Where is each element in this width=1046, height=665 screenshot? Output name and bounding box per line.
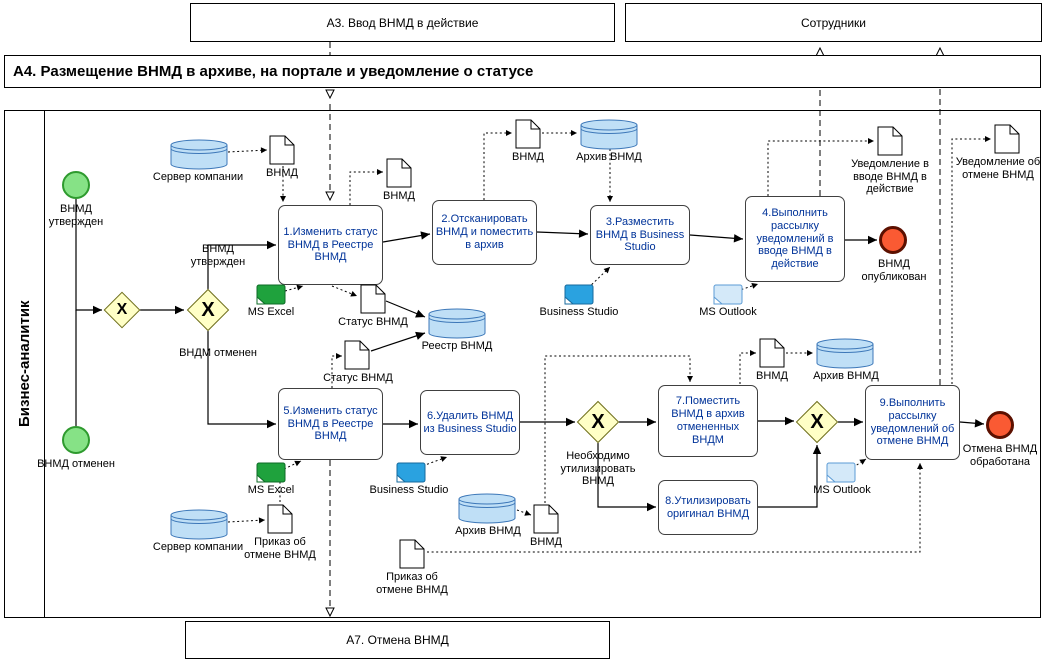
- document-status-b-icon[interactable]: [344, 340, 370, 375]
- datastore-archive-top-icon[interactable]: [580, 119, 638, 155]
- datastore-company-server-bottom-label: Сервер компании: [152, 541, 244, 553]
- business-studio-label: Business Studio: [539, 306, 619, 318]
- datastore-registry-label: Реестр ВНМД: [421, 340, 493, 352]
- ms-excel-label: MS Excel: [247, 306, 295, 318]
- gateway-x-join[interactable]: X: [795, 400, 839, 444]
- datastore-registry-icon[interactable]: [428, 308, 486, 344]
- external-process-a7[interactable]: А7. Отмена ВНМД: [185, 621, 610, 659]
- document-notice-cancel-icon[interactable]: [994, 124, 1020, 159]
- gateway-x-label: X: [591, 411, 605, 433]
- task-2-scan-archive[interactable]: 2.Отсканировать ВНМД и поместить в архив: [432, 200, 537, 265]
- task-4-send-notifications-intro[interactable]: 4.Выполнить рассылку уведомлений в вводе…: [745, 196, 845, 282]
- datastore-company-server-top-icon[interactable]: [170, 139, 228, 175]
- document-vnmd-e-label: ВНМД: [530, 536, 562, 548]
- document-cancel-order-a-label: Приказ об отмене ВНМД: [244, 536, 316, 561]
- document-status-a-label: Статус ВНМД: [338, 316, 408, 328]
- document-status-a-icon[interactable]: [360, 284, 386, 319]
- document-vnmd-a-icon[interactable]: [269, 135, 295, 170]
- gateway-x-status-split[interactable]: X: [186, 288, 230, 332]
- datastore-company-server-top-label: Сервер компании: [152, 171, 244, 183]
- end-event-cancel-processed-label: Отмена ВНМД обработана: [962, 443, 1038, 468]
- task-9-send-notifications-cancel[interactable]: 9.Выполнить рассылку уведомлений об отме…: [865, 385, 960, 460]
- start-event-cancelled-label: ВНМД отменен: [37, 458, 115, 470]
- document-notice-cancel-label: Уведомление об отмене ВНМД: [955, 156, 1041, 181]
- end-event-published[interactable]: [879, 226, 907, 254]
- datastore-archive-bottom-icon[interactable]: [458, 493, 516, 529]
- document-vnmd-c-icon[interactable]: [515, 119, 541, 154]
- sequence-flows: [75, 199, 985, 512]
- document-status-b-label: Статус ВНМД: [323, 372, 393, 384]
- task-3-place-business-studio[interactable]: 3.Разместить ВНМД в Business Studio: [590, 205, 690, 265]
- external-process-a3[interactable]: А3. Ввод ВНМД в действие: [190, 3, 615, 42]
- task-5-change-status[interactable]: 5.Изменить статус ВНМД в Реестре ВНМД: [278, 388, 383, 460]
- ms-excel-label: MS Excel: [247, 484, 295, 496]
- business-studio-icon[interactable]: [396, 462, 426, 488]
- document-vnmd-c-label: ВНМД: [512, 151, 544, 163]
- gateway-utilize-label: Необходимо утилизировать ВНМД: [560, 450, 636, 488]
- gateway-branch-approved-label: ВНМД утвержден: [190, 243, 246, 268]
- document-vnmd-b-icon[interactable]: [386, 158, 412, 193]
- datastore-archive-right-icon[interactable]: [816, 338, 874, 374]
- end-event-published-label: ВНМД опубликован: [861, 258, 927, 283]
- ms-outlook-label: MS Outlook: [699, 306, 757, 318]
- lane-business-analyst[interactable]: Бизнес-аналитик: [4, 110, 45, 618]
- task-8-utilize-original[interactable]: 8.Утилизировать оригинал ВНМД: [658, 480, 758, 535]
- external-subject-employees[interactable]: Сотрудники: [625, 3, 1042, 42]
- document-vnmd-a-label: ВНМД: [266, 167, 298, 179]
- ms-outlook-icon[interactable]: [826, 462, 856, 488]
- document-vnmd-d-icon[interactable]: [759, 338, 785, 373]
- gateway-x-utilize[interactable]: X: [576, 400, 620, 444]
- datastore-archive-bottom-label: Архив ВНМД: [455, 525, 521, 537]
- datastore-archive-top-label: Архив ВНМД: [576, 151, 642, 163]
- gateway-x-label: X: [810, 411, 824, 433]
- document-vnmd-b-label: ВНМД: [383, 190, 415, 202]
- business-studio-label: Business Studio: [369, 484, 449, 496]
- gateway-x-label: X: [201, 299, 215, 321]
- business-studio-icon[interactable]: [564, 284, 594, 310]
- task-6-delete-from-bs[interactable]: 6.Удалить ВНМД из Business Studio: [420, 390, 520, 455]
- document-vnmd-e-icon[interactable]: [533, 504, 559, 539]
- document-cancel-order-b-icon[interactable]: [399, 539, 425, 574]
- document-notice-intro-icon[interactable]: [877, 126, 903, 161]
- gateway-x-label: X: [116, 301, 128, 318]
- end-event-cancel-processed[interactable]: [986, 411, 1014, 439]
- gateway-branch-cancelled-label: ВНДМ отменен: [179, 347, 257, 359]
- document-notice-intro-label: Уведомление в вводе ВНМД в действие: [851, 158, 929, 196]
- start-event-approved[interactable]: [62, 171, 90, 199]
- task-7-place-cancelled-archive[interactable]: 7.Поместить ВНМД в архив отмененных ВНДМ: [658, 385, 758, 457]
- document-cancel-order-a-icon[interactable]: [267, 504, 293, 539]
- task-1-change-status[interactable]: 1.Изменить статус ВНМД в Реестре ВНМД: [278, 205, 383, 285]
- start-event-approved-label: ВНМД утвержден: [48, 203, 104, 228]
- diagram-title: А4. Размещение ВНМД в архиве, на портале…: [4, 55, 1041, 88]
- start-event-cancelled[interactable]: [62, 426, 90, 454]
- document-cancel-order-b-label: Приказ об отмене ВНМД: [376, 571, 448, 596]
- ms-outlook-label: MS Outlook: [813, 484, 871, 496]
- ms-excel-icon[interactable]: [256, 284, 286, 310]
- datastore-company-server-bottom-icon[interactable]: [170, 509, 228, 545]
- ms-outlook-icon[interactable]: [713, 284, 743, 310]
- data-associations: [227, 130, 991, 553]
- datastore-archive-right-label: Архив ВНМД: [813, 370, 879, 382]
- document-vnmd-d-label: ВНМД: [756, 370, 788, 382]
- gateway-x-merge[interactable]: X: [103, 291, 141, 329]
